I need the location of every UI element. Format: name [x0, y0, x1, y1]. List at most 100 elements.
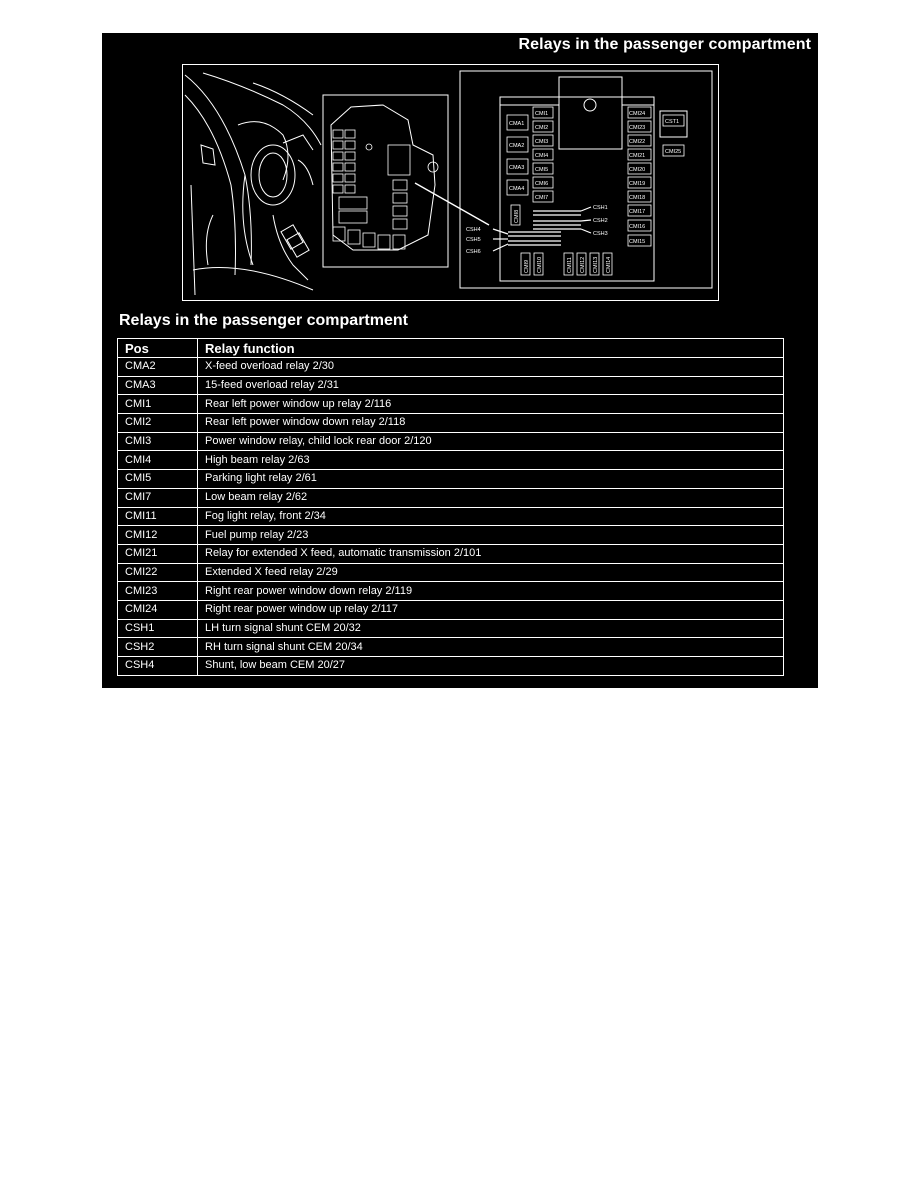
relay-box-schematic: CMI1 CMI2 CMI3 CMI4 CMI5 CMI6 CMI7 CMA1 …	[459, 70, 713, 289]
label-cmi3: CMI3	[535, 139, 548, 145]
cell-relay-function: High beam relay 2/63	[197, 450, 784, 471]
label-csh4: CSH4	[466, 227, 481, 233]
cell-pos: CMI5	[117, 469, 198, 489]
car-interior-illustration	[184, 72, 322, 296]
cell-pos: CMI11	[117, 506, 198, 527]
label-cst1: CST1	[665, 119, 679, 125]
cell-relay-function: Power window relay, child lock rear door…	[197, 431, 784, 452]
cell-relay-function: Parking light relay 2/61	[197, 469, 784, 489]
label-csh6: CSH6	[466, 249, 481, 255]
cell-relay-function: LH turn signal shunt CEM 20/32	[197, 618, 784, 639]
cell-pos: CSH1	[117, 618, 198, 639]
cell-pos: CMI12	[117, 525, 198, 545]
cell-pos: CMI22	[117, 562, 198, 583]
header-pos: Pos	[117, 338, 198, 358]
cell-relay-function: RH turn signal shunt CEM 20/34	[197, 637, 784, 657]
table-header-row: Pos Relay function	[117, 338, 784, 358]
cell-pos: CSH2	[117, 637, 198, 657]
label-cmi16: CMI16	[629, 224, 645, 230]
label-cmi21: CMI21	[629, 153, 645, 159]
label-cmi7: CMI7	[535, 195, 548, 201]
label-cmi20: CMI20	[629, 167, 645, 173]
label-cmi23: CMI23	[629, 125, 645, 131]
cell-pos: CMI1	[117, 394, 198, 415]
cell-relay-function: X-feed overload relay 2/30	[197, 357, 784, 377]
label-cmi18: CMI18	[629, 195, 645, 201]
page-title: Relays in the passenger compartment	[518, 36, 811, 53]
label-cmi10: CMI10	[537, 257, 543, 273]
relay-diagram-svg: CMI1 CMI2 CMI3 CMI4 CMI5 CMI6 CMI7 CMA1 …	[184, 70, 713, 296]
label-cmi25: CMI25	[665, 149, 681, 155]
cell-pos: CMI24	[117, 599, 198, 620]
cell-relay-function: 15-feed overload relay 2/31	[197, 375, 784, 396]
label-cma4: CMA4	[509, 186, 524, 192]
label-cmi2: CMI2	[535, 125, 548, 131]
cell-pos: CMI21	[117, 543, 198, 564]
cell-relay-function: Extended X feed relay 2/29	[197, 562, 784, 583]
label-cmi12: CMI12	[580, 257, 586, 273]
label-cmi6: CMI6	[535, 181, 548, 187]
label-cmi24: CMI24	[629, 111, 645, 117]
document-panel: Relays in the passenger compartment	[102, 33, 818, 688]
cell-relay-function: Fog light relay, front 2/34	[197, 506, 784, 527]
header-relay-function: Relay function	[197, 338, 784, 358]
cell-pos: CMI2	[117, 413, 198, 433]
cell-relay-function: Rear left power window up relay 2/116	[197, 394, 784, 415]
label-cma2: CMA2	[509, 143, 524, 149]
cell-relay-function: Right rear power window up relay 2/117	[197, 599, 784, 620]
label-cmi5: CMI5	[535, 167, 548, 173]
label-cmi8: CMI8	[514, 210, 520, 223]
label-cmi9: CMI9	[524, 260, 530, 273]
label-cmi4: CMI4	[535, 153, 548, 159]
label-cmi22: CMI22	[629, 139, 645, 145]
label-csh3: CSH3	[593, 231, 608, 237]
table-title: Relays in the passenger compartment	[119, 312, 408, 329]
cell-relay-function: Relay for extended X feed, automatic tra…	[197, 543, 784, 564]
cell-pos: CMA2	[117, 357, 198, 377]
fuse-box-closeup	[322, 94, 449, 268]
cell-pos: CMI7	[117, 487, 198, 508]
cell-relay-function: Fuel pump relay 2/23	[197, 525, 784, 545]
relay-location-diagram: CMI1 CMI2 CMI3 CMI4 CMI5 CMI6 CMI7 CMA1 …	[182, 64, 719, 301]
label-csh5: CSH5	[466, 237, 481, 243]
cell-pos: CMI4	[117, 450, 198, 471]
label-cmi15: CMI15	[629, 239, 645, 245]
leader-line	[414, 182, 490, 226]
label-cmi17: CMI17	[629, 209, 645, 215]
label-cma3: CMA3	[509, 165, 524, 171]
label-cmi11: CMI11	[567, 257, 573, 273]
label-csh2: CSH2	[593, 218, 608, 224]
label-cmi1: CMI1	[535, 111, 548, 117]
label-cmi14: CMI14	[606, 257, 612, 273]
label-csh1: CSH1	[593, 205, 608, 211]
cell-pos: CMI3	[117, 431, 198, 452]
cell-pos: CSH4	[117, 656, 198, 676]
cell-relay-function: Low beam relay 2/62	[197, 487, 784, 508]
label-cma1: CMA1	[509, 121, 524, 127]
cell-pos: CMI23	[117, 581, 198, 601]
label-cmi19: CMI19	[629, 181, 645, 187]
label-cmi13: CMI13	[593, 257, 599, 273]
cell-pos: CMA3	[117, 375, 198, 396]
cell-relay-function: Right rear power window down relay 2/119	[197, 581, 784, 601]
cell-relay-function: Shunt, low beam CEM 20/27	[197, 656, 784, 676]
